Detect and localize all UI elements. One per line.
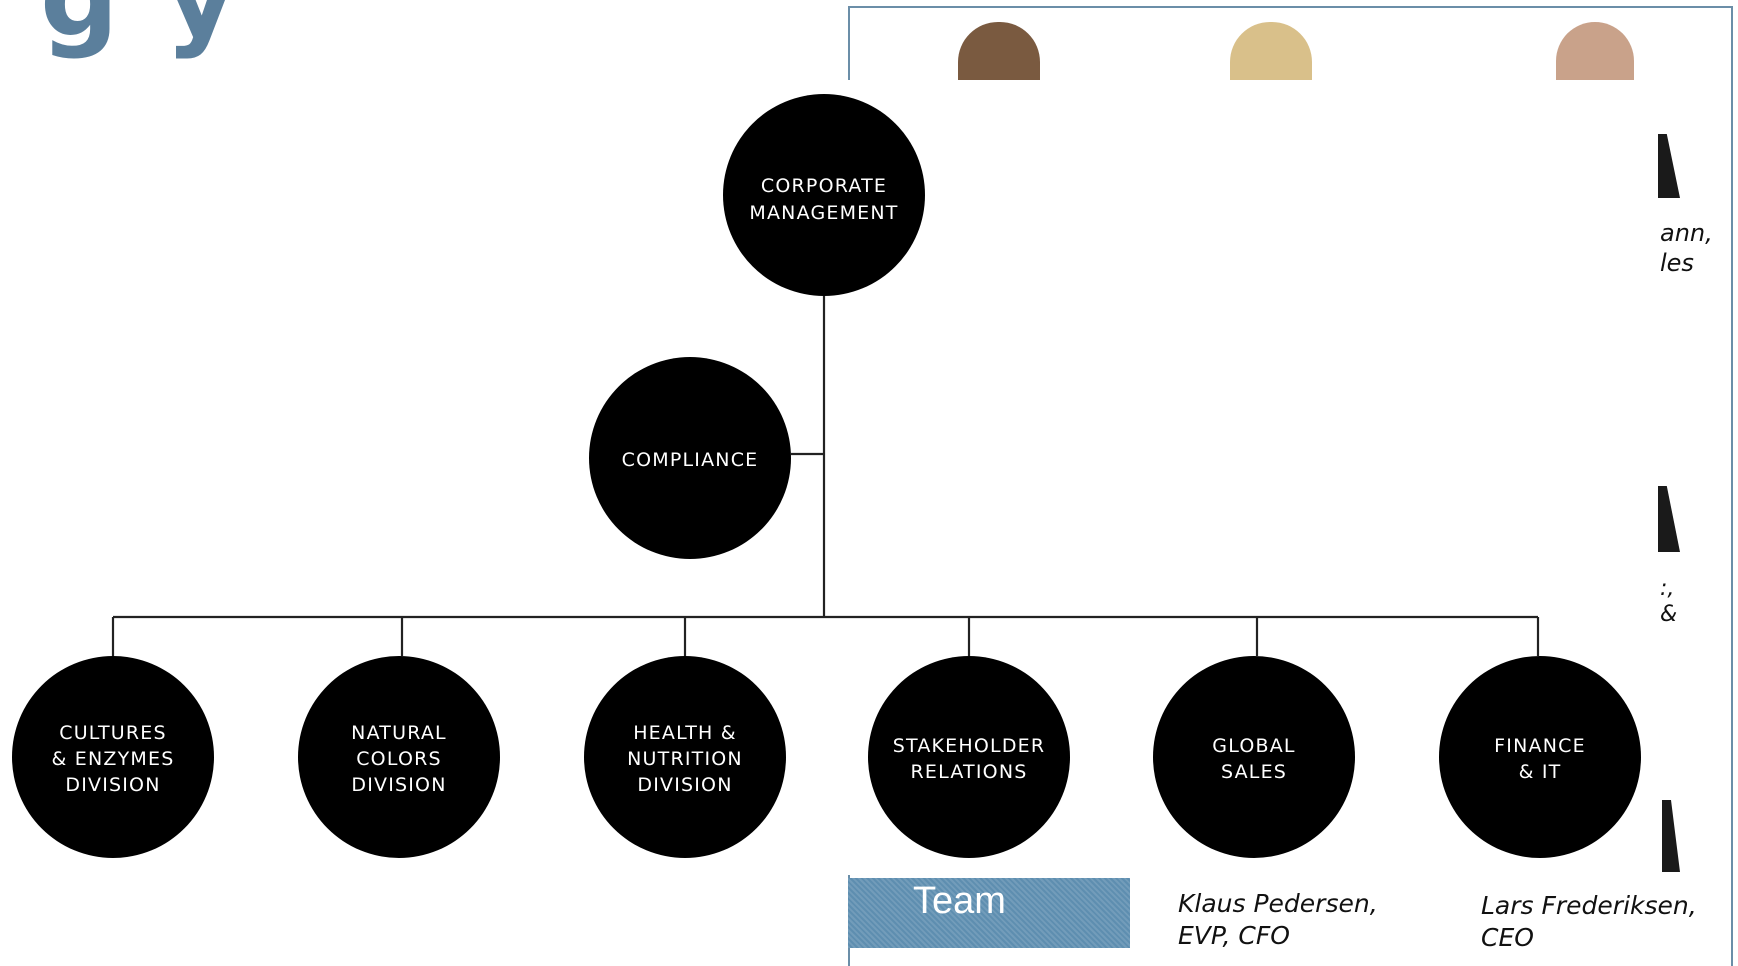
node-label-line: RELATIONS	[911, 761, 1028, 783]
caption-ceo-role: CEO	[1481, 923, 1534, 952]
portrait-photo-3	[1556, 22, 1634, 80]
side-caption-lower: :, &	[1660, 576, 1678, 627]
node-compliance: COMPLIANCE	[589, 357, 791, 559]
node-finance-it: FINANCE & IT	[1439, 656, 1641, 858]
node-label-line: DIVISION	[65, 774, 160, 796]
node-global-sales: GLOBAL SALES	[1153, 656, 1355, 858]
node-label-line: DIVISION	[637, 774, 732, 796]
side-caption-upper: ann, les	[1660, 219, 1713, 277]
node-label-line: FINANCE	[1494, 735, 1586, 757]
node-label-line: DIVISION	[351, 774, 446, 796]
node-circle	[12, 656, 214, 858]
node-label-line: STAKEHOLDER	[893, 735, 1046, 757]
caption-cfo-role: EVP, CFO	[1178, 921, 1290, 950]
node-stakeholder-relations: STAKEHOLDER RELATIONS	[868, 656, 1070, 858]
node-circle	[589, 357, 791, 559]
node-label-line: MANAGEMENT	[749, 202, 898, 224]
node-natural-colors: NATURAL COLORS DIVISION	[298, 656, 500, 858]
caption-cfo-name: Klaus Pedersen,	[1178, 889, 1378, 918]
connectors	[111, 296, 1540, 656]
team-tab[interactable]	[848, 878, 1130, 948]
node-health-nutrition: HEALTH & NUTRITION DIVISION	[584, 656, 786, 858]
node-label-line: & ENZYMES	[52, 748, 175, 770]
title-fragment: g y	[40, 0, 241, 52]
node-circle	[868, 656, 1070, 858]
node-label-line: CULTURES	[59, 722, 167, 744]
node-label-line: SALES	[1221, 761, 1287, 783]
node-label-line: NATURAL	[351, 722, 447, 744]
node-label-line: & IT	[1519, 761, 1562, 783]
node-label-line: GLOBAL	[1212, 735, 1295, 757]
caption-cfo: Klaus Pedersen, EVP, CFO	[1178, 888, 1378, 952]
node-circle	[584, 656, 786, 858]
node-corporate-management: CORPORATE MANAGEMENT	[723, 94, 925, 296]
node-label-line: COMPLIANCE	[622, 449, 759, 471]
node-circle	[298, 656, 500, 858]
portrait-photo-1	[958, 22, 1040, 80]
node-label-line: HEALTH &	[633, 722, 737, 744]
node-circle	[1153, 656, 1355, 858]
portrait-photo-2	[1230, 22, 1312, 80]
node-circle	[1439, 656, 1641, 858]
node-cultures-enzymes: CULTURES & ENZYMES DIVISION	[12, 656, 214, 858]
caption-ceo: Lars Frederiksen, CEO	[1481, 890, 1697, 954]
node-label-line: NUTRITION	[627, 748, 743, 770]
node-label-line: CORPORATE	[761, 175, 887, 197]
caption-ceo-name: Lars Frederiksen,	[1481, 891, 1697, 920]
team-tab-label: Team	[913, 880, 1006, 922]
node-circle	[723, 94, 925, 296]
node-label-line: COLORS	[356, 748, 442, 770]
